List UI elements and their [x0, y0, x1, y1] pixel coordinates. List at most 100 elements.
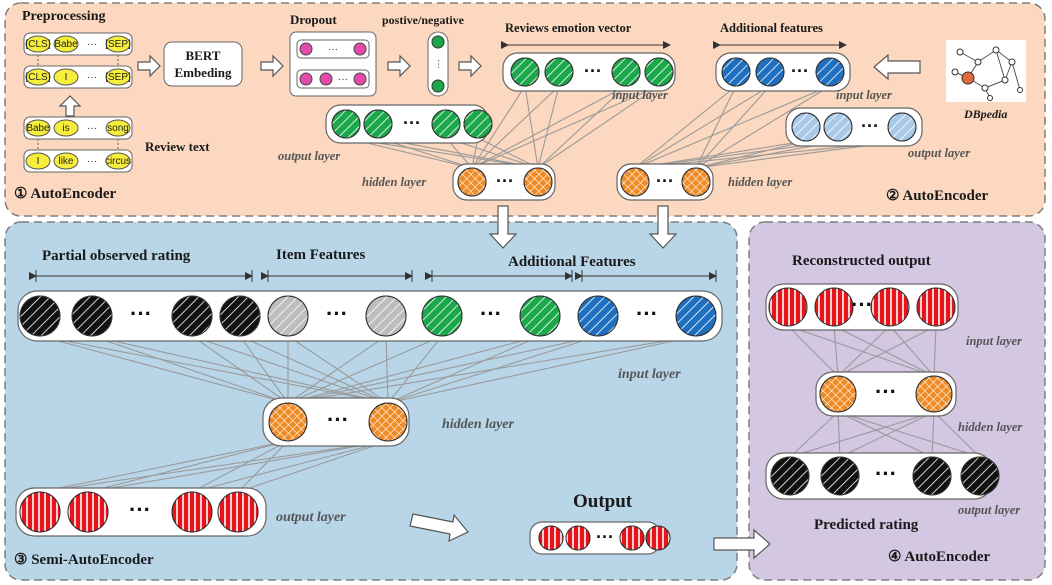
connection-line [524, 85, 539, 169]
reviews-output-layer-node-pattern [363, 109, 393, 139]
connection-line [287, 335, 541, 404]
connection-line [39, 440, 389, 493]
connection-line [837, 411, 933, 458]
reviews-emotion-vector-label: Reviews emotion vector [505, 21, 632, 35]
connection-line [87, 440, 389, 493]
connection-line [471, 85, 660, 169]
connection-line [287, 335, 697, 404]
connection-line [787, 325, 935, 377]
connection-line [191, 440, 389, 493]
connection-line [837, 411, 841, 458]
connection-line [471, 85, 560, 169]
ae4-hidden-layer-node-pattern [915, 375, 953, 413]
reviews-emotion-input-layer-ellipsis: ··· [584, 61, 602, 81]
output-title: Output [573, 491, 633, 512]
reviews-emotion-input-layer-node-pattern [544, 57, 574, 87]
connection-line [39, 440, 289, 493]
connection-line [789, 411, 935, 458]
additional-features-input-layer-node-pattern [721, 57, 751, 87]
additional-features-label: Additional features [720, 21, 823, 35]
additional-features-input-layer: ··· [715, 52, 851, 92]
connection-line [833, 325, 839, 377]
reviews-output-layer-node-pattern [463, 109, 493, 139]
connection-line [287, 335, 389, 404]
top-hidden-layer-2-ellipsis: ··· [656, 171, 674, 191]
top-hidden-layer-label-2: hidden layer [728, 175, 792, 189]
connection-line [287, 335, 387, 404]
review-word-is: is [62, 123, 69, 134]
dropout-ellipsis-2: ··· [338, 74, 348, 85]
neural-nodes: ··· ··· ··· ··· ··· ··· ··· ··· ··· ··· ··· ··· ··· ·… [15, 52, 1000, 555]
semi-autoencoder-title: ③ Semi-AutoEncoder [14, 552, 154, 568]
additional-features-input-layer-node-pattern [815, 57, 845, 87]
reconstructed-output-label: Reconstructed output [792, 253, 931, 269]
ae4-input-layer-node-pattern [814, 287, 854, 327]
ae4-output-layer-node-pattern [960, 456, 1000, 496]
sentiment-ellipsis: ··· [433, 59, 444, 69]
semi-output-layer-ellipsis: ··· [129, 497, 151, 522]
additional-features-input-layer-ellipsis: ··· [791, 61, 809, 81]
partial-observed-rating-label: Partial observed rating [42, 248, 191, 264]
semi-input-layer-ellipsis: ··· [326, 301, 348, 326]
review-token-row-1: Babe is ··· song [23, 116, 133, 140]
review-word-babe: Babe [26, 123, 50, 134]
ae4-hidden-layer: ··· [815, 371, 957, 417]
semi-input-layer-node-pattern [19, 295, 61, 337]
ae4-input-layer-node-pattern [870, 287, 910, 327]
cls-token-row-2: [CLS] I ··· [SEP] [23, 65, 133, 89]
connection-line [634, 85, 737, 169]
review-word-circus: circus [105, 156, 131, 167]
top-hidden-layer-2: ··· [616, 163, 714, 201]
output-rating-layer-node-pattern [619, 525, 645, 551]
review-token-row-2: I like ··· circus [23, 149, 133, 173]
semi-input-layer-ellipsis: ··· [636, 301, 658, 326]
predicted-rating-label: Predicted rating [814, 517, 919, 533]
review-word-ellipsis-2: ··· [87, 156, 97, 167]
output-rating-layer-ellipsis: ··· [596, 527, 614, 547]
connection-line [191, 335, 289, 404]
ae4-input-layer-node-pattern [916, 287, 956, 327]
cls-token-row-1: [CLS] Babe ··· [SEP] [23, 32, 133, 56]
semi-input-layer-ellipsis: ··· [480, 301, 502, 326]
ae4-input-layer-node-pattern [768, 287, 808, 327]
semi-input-layer-node-pattern [71, 295, 113, 337]
connection-line [39, 335, 289, 404]
semi-output-layer-node-pattern [67, 491, 109, 533]
item-features-label: Item Features [276, 247, 365, 263]
token-pills: [CLS] Babe ··· [SEP] [CLS] I ··· [SEP] B… [23, 32, 133, 173]
semi-input-layer-node-pattern [577, 295, 619, 337]
autoencoder-1-title: ① AutoEncoder [14, 186, 117, 202]
connection-line [287, 335, 599, 404]
connection-line [787, 325, 839, 377]
semi-input-layer: ············ [17, 290, 723, 342]
top-output-layer-label-2: output layer [908, 146, 970, 160]
semi-output-layer-node-pattern [171, 491, 213, 533]
reviews-output-layer: ··· [325, 104, 493, 144]
connection-line [87, 440, 289, 493]
connection-line [634, 85, 771, 169]
additional-output-layer: ··· [785, 107, 923, 147]
reviews-emotion-input-layer-node-pattern [510, 57, 540, 87]
review-word-like: like [58, 156, 73, 167]
top-output-layer-label-1: output layer [278, 149, 340, 163]
semi-output-layer-node-pattern [217, 491, 259, 533]
output-rating-layer: ··· [529, 521, 671, 555]
dbpedia-label: DBpedia [963, 107, 1007, 121]
top-hidden-layer-1-ellipsis: ··· [496, 171, 514, 191]
token-ellipsis-1: ··· [87, 39, 97, 50]
review-word-song: song [107, 123, 129, 134]
connection-line [839, 411, 935, 458]
connection-line [695, 140, 807, 169]
additional-features-input-layer-node-pattern [755, 57, 785, 87]
connection-line [387, 335, 697, 404]
top-hidden-layer-1-node-pattern [457, 167, 487, 197]
token-sep-1: [SEP] [105, 39, 131, 50]
autoencoder-2-title: ② AutoEncoder [886, 188, 989, 204]
ae4-hidden-layer-node-pattern [819, 375, 857, 413]
embeding-label: Embeding [174, 65, 232, 80]
bert-label: BERT [186, 48, 221, 63]
connection-line [239, 335, 389, 404]
top-hidden-layer-1: ··· [452, 163, 556, 201]
connection-line [833, 325, 935, 377]
